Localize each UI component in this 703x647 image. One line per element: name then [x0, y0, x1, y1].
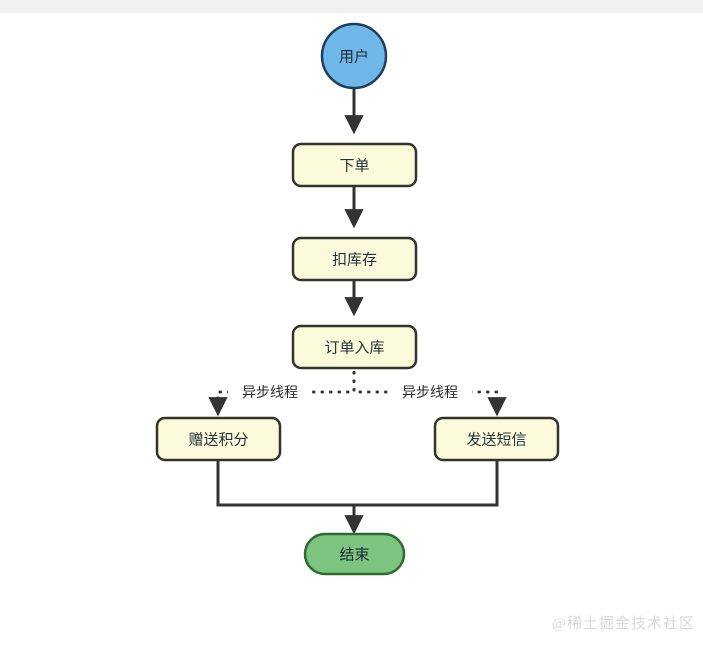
edge-label-bg-right: [388, 380, 472, 402]
node-sms-label: 发送短信: [466, 432, 526, 449]
edge-sms-to-end: [354, 447, 499, 507]
node-points-label: 赠送积分: [188, 432, 248, 449]
edge-label-bg-left: [228, 380, 312, 402]
node-end[interactable]: 结束: [303, 532, 406, 576]
node-user[interactable]: 用户: [320, 22, 388, 90]
edge-points-to-end: [216, 447, 354, 507]
node-order-label: 下单: [339, 158, 369, 175]
node-group: 用户 下单 扣库存 订单入库 赠送积分: [155, 22, 560, 576]
watermark: @稀土掘金技术社区: [552, 616, 695, 632]
node-end-shape[interactable]: [303, 532, 406, 576]
node-user-label: 用户: [339, 49, 369, 66]
node-points[interactable]: 赠送积分: [155, 416, 282, 462]
node-end-label: 结束: [339, 547, 369, 564]
node-sms-shape[interactable]: [433, 416, 560, 462]
node-sms[interactable]: 发送短信: [433, 416, 560, 462]
node-order[interactable]: 下单: [291, 142, 418, 188]
edge-label-sms: 异步线程: [402, 384, 458, 400]
node-stock[interactable]: 扣库存: [291, 236, 418, 282]
node-persist-shape[interactable]: [291, 324, 418, 370]
node-points-shape[interactable]: [155, 416, 282, 462]
flowchart-svg: 异步线程 异步线程 用户 下单 扣库存 订: [155, 22, 560, 576]
node-persist-label: 订单入库: [324, 340, 384, 357]
edge-label-points: 异步线程: [242, 384, 298, 400]
diagram-canvas: 异步线程 异步线程 用户 下单 扣库存 订: [0, 13, 703, 647]
node-stock-label: 扣库存: [332, 252, 377, 269]
node-order-shape[interactable]: [291, 142, 418, 188]
node-stock-shape[interactable]: [291, 236, 418, 282]
node-persist[interactable]: 订单入库: [291, 324, 418, 370]
top-gray-strip: [0, 0, 703, 13]
node-user-shape[interactable]: [320, 22, 388, 90]
edge-label-group: 异步线程 异步线程: [228, 380, 472, 402]
